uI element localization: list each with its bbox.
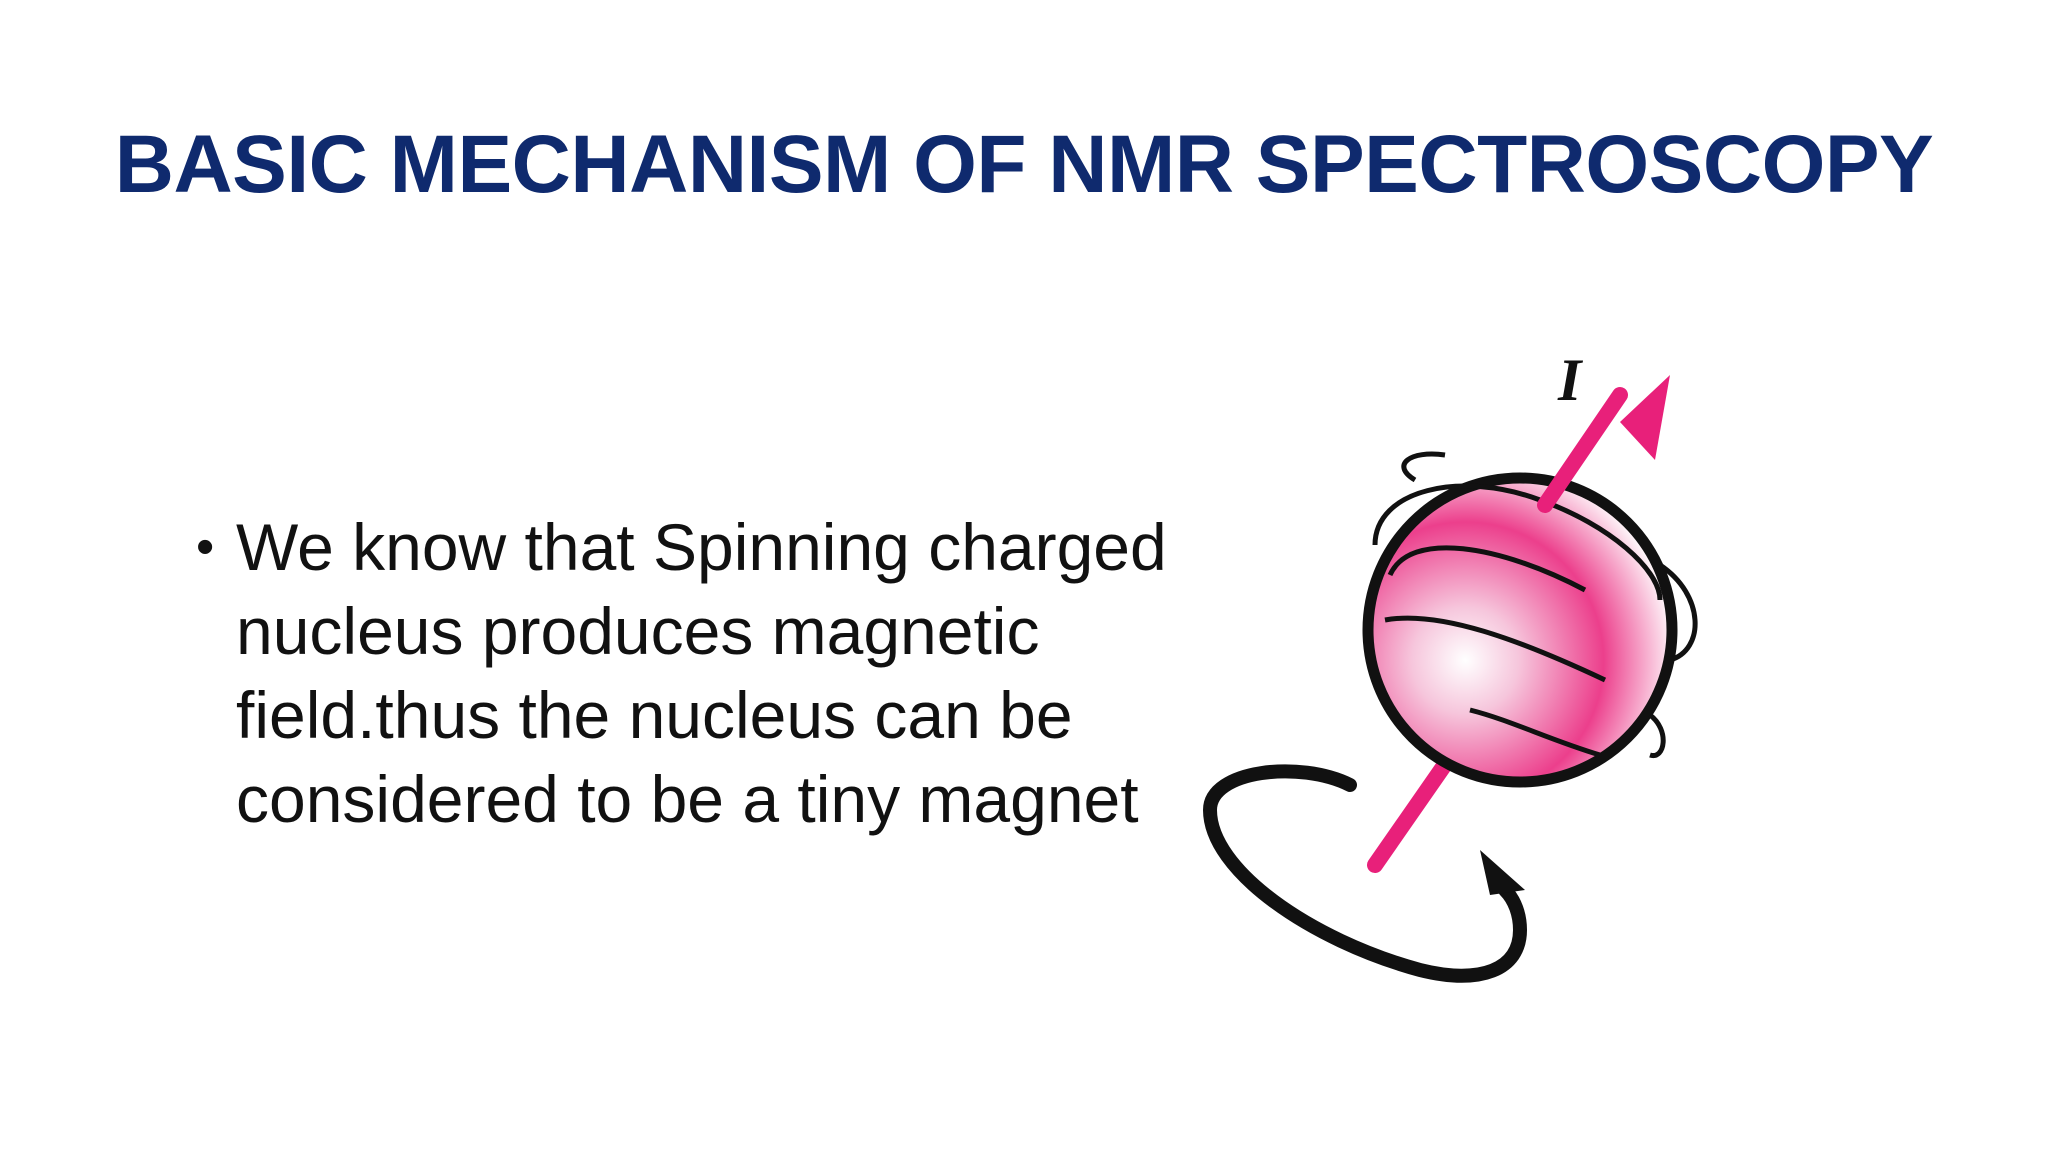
spin-label: I xyxy=(1557,347,1584,413)
bullet-item: • We know that Spinning charged nucleus … xyxy=(196,505,1176,841)
rotation-arrow xyxy=(1202,764,1528,983)
bullet-text: We know that Spinning charged nucleus pr… xyxy=(236,510,1167,836)
spin-arrowhead xyxy=(1620,375,1670,460)
bullet-marker: • xyxy=(196,518,215,576)
orbit-line xyxy=(1401,451,1446,483)
bullet-list: • We know that Spinning charged nucleus … xyxy=(196,505,1176,841)
spinning-nucleus-figure: I xyxy=(1202,347,1698,983)
spin-axis-upper xyxy=(1537,387,1628,513)
rotation-arrowhead xyxy=(1480,850,1525,895)
slide-title: BASIC MECHANISM OF NMR SPECTROSCOPY xyxy=(114,119,1934,210)
orbit-line xyxy=(1658,562,1698,663)
orbit-line xyxy=(1648,713,1666,758)
orbit-line xyxy=(1469,707,1601,758)
spin-axis-lower xyxy=(1367,742,1463,873)
nucleus-sphere xyxy=(1362,472,1678,788)
orbit-line xyxy=(1384,615,1607,683)
orbit-line xyxy=(1387,545,1587,593)
